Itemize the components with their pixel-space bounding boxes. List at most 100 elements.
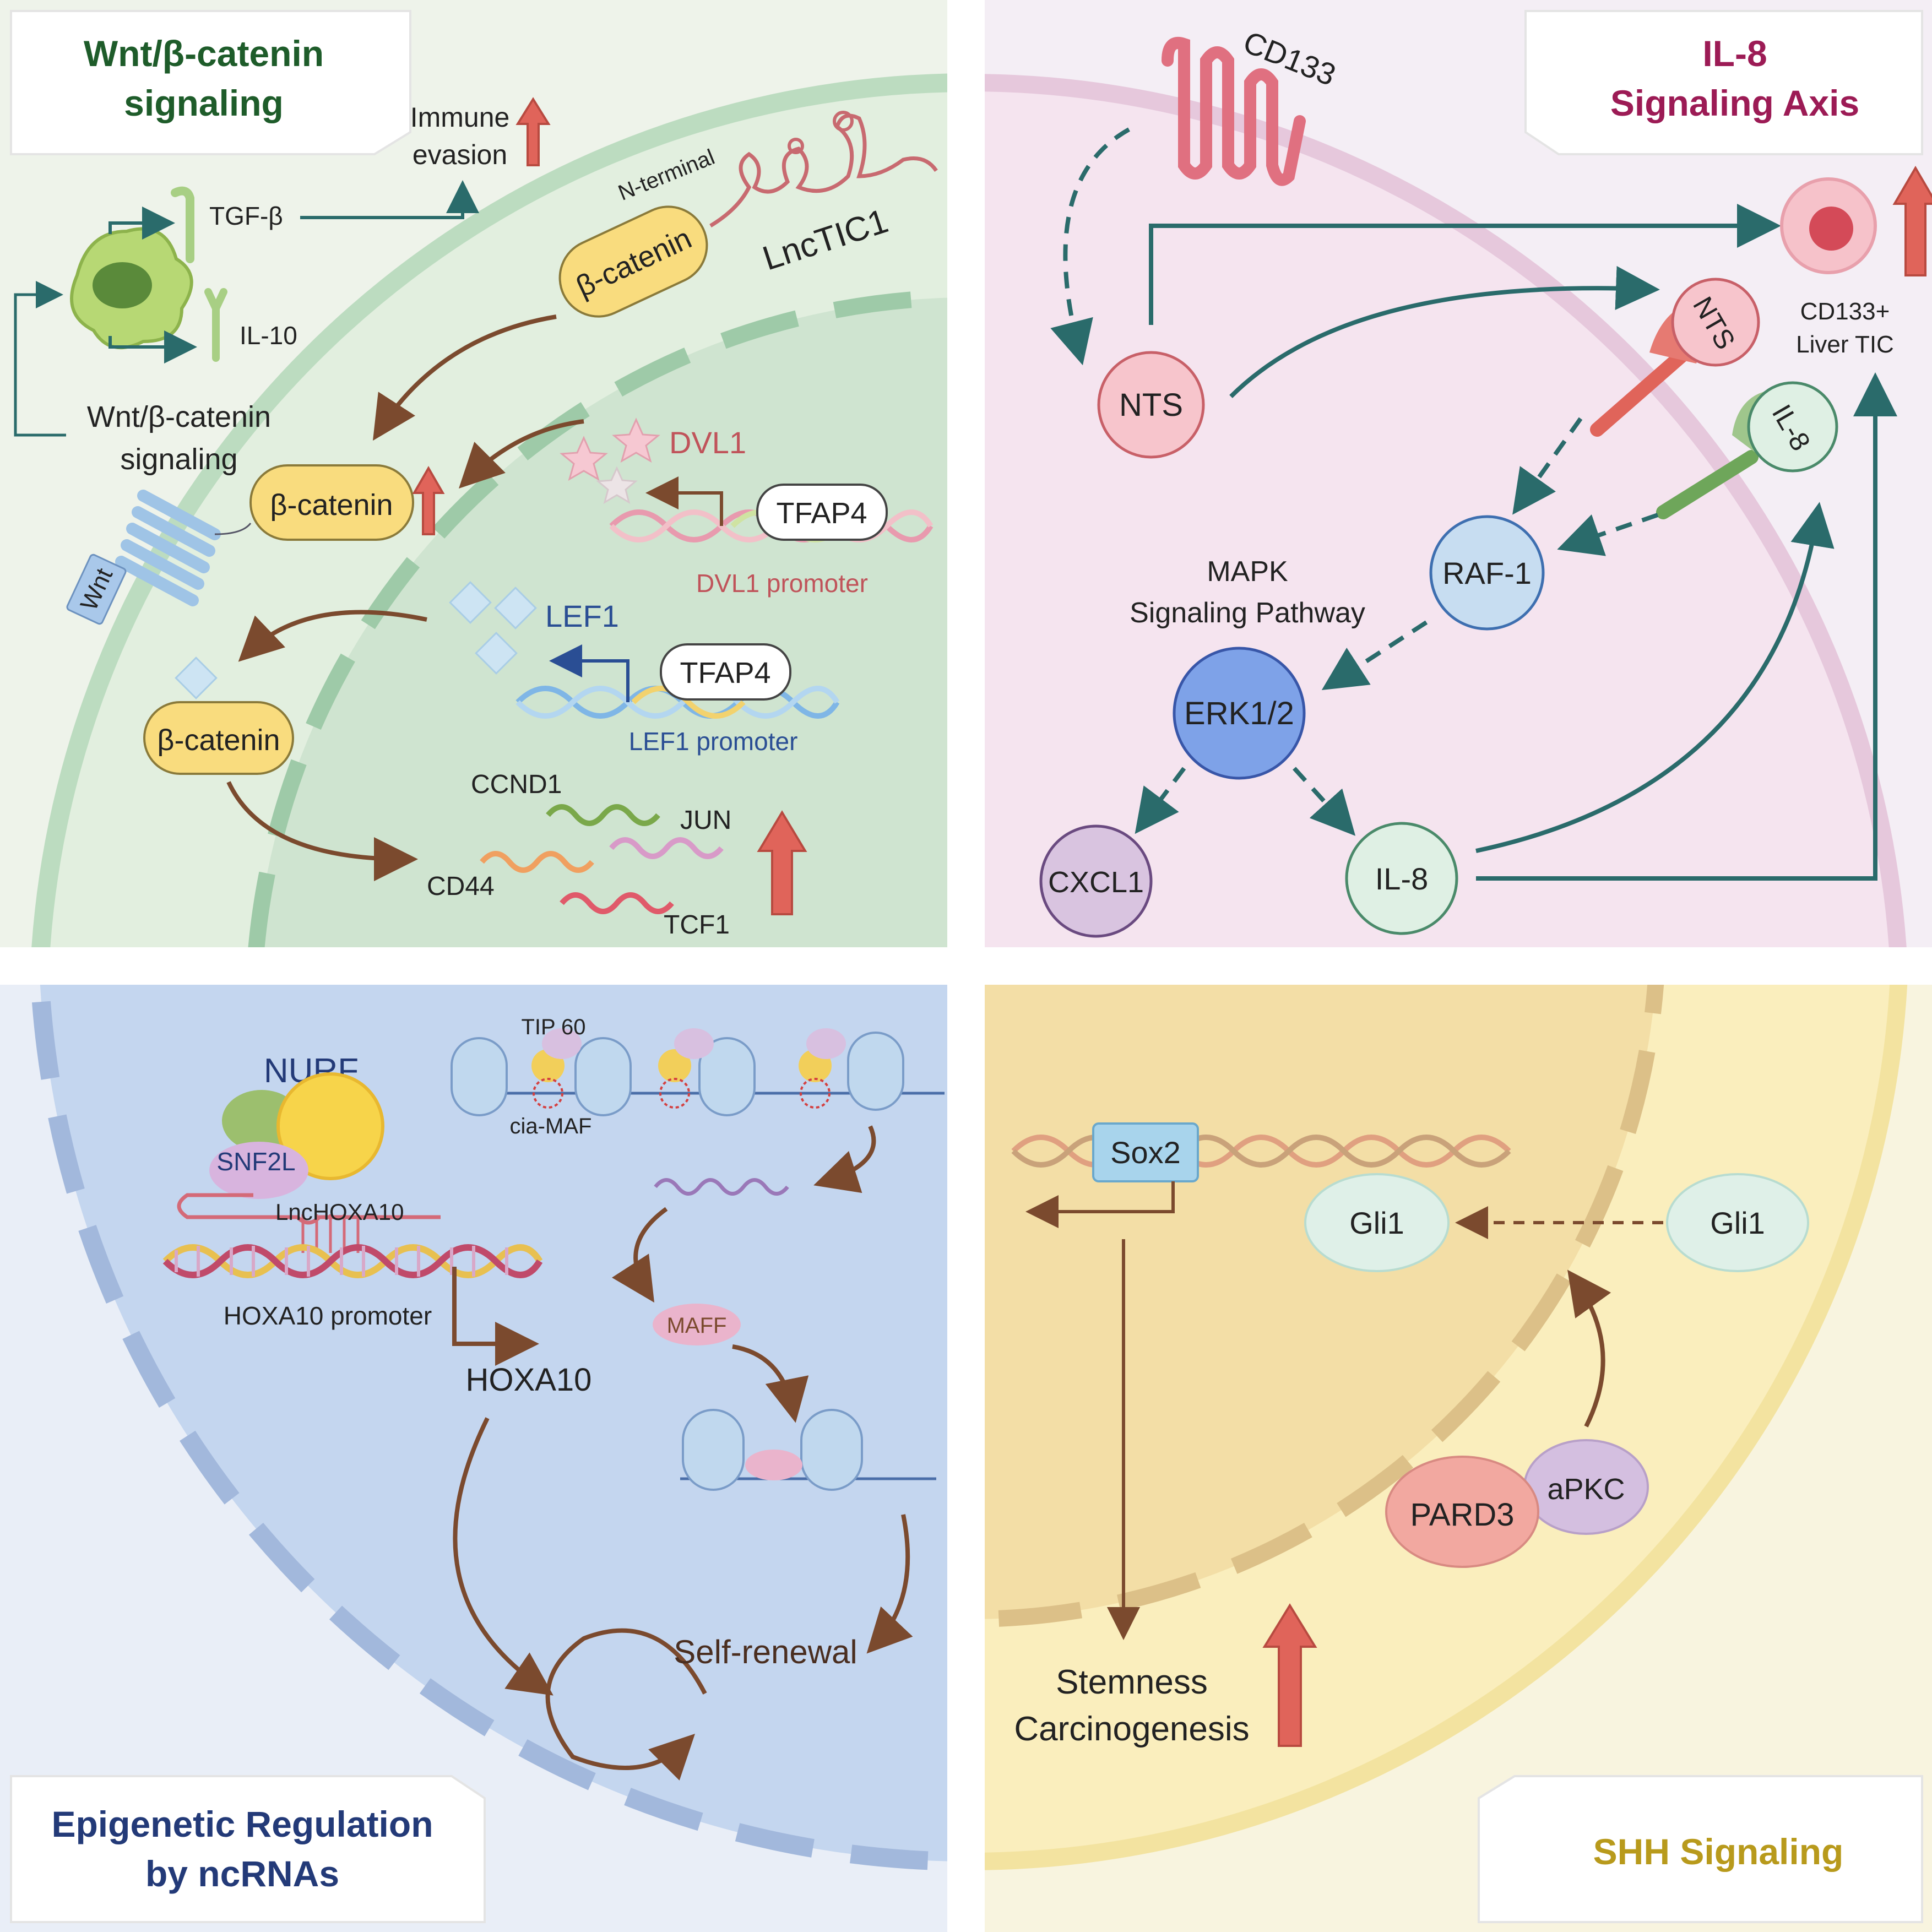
jun-mrna-icon — [609, 837, 724, 859]
macrophage-to-tgf-arrow — [108, 207, 175, 240]
il8-receptor-to-raf1-arrow — [1557, 513, 1659, 556]
beta-catenin-node-2 — [249, 464, 414, 541]
stemness-up-arrow — [1262, 1603, 1317, 1747]
immune-evasion-line2: evasion — [413, 139, 507, 170]
erk-to-cxcl1-arrow — [1135, 767, 1186, 834]
cd44-label: CD44 — [427, 872, 495, 901]
il10-ligand-icon — [204, 288, 227, 362]
il8-node — [1345, 822, 1458, 935]
mapk-label-line2: Signaling Pathway — [1130, 597, 1365, 629]
tgf-beta-label: TGF-β — [209, 202, 283, 230]
il8-title-line2: Signaling Axis — [1610, 83, 1859, 123]
il8-receptor-stalk — [1656, 450, 1759, 519]
panel-shh: SHH Signaling Sox2 Gli1 Gli1 aPKC PARD3 … — [985, 985, 1932, 1932]
il8-label: IL-8 — [1375, 861, 1429, 896]
nts-receptor-stalk — [1590, 345, 1692, 437]
il8-title-line1: IL-8 — [1702, 33, 1767, 74]
tfap4-box-1 — [756, 484, 888, 541]
erk-to-il8-arrow — [1293, 767, 1356, 836]
gli1-nuclear-node — [1304, 1173, 1450, 1272]
maff-chromatin-icon — [680, 1409, 936, 1491]
maf-mrna-icon — [654, 1178, 789, 1196]
stemness-label: Stemness — [1056, 1663, 1208, 1701]
gli1-cyto-label: Gli1 — [1710, 1206, 1765, 1240]
hoxa10-label: HOXA10 — [466, 1362, 592, 1398]
wnt-title-line1: Wnt/β-catenin — [84, 33, 324, 74]
carcinogenesis-label: Carcinogenesis — [1014, 1710, 1249, 1748]
il8-to-tic-arrow — [1476, 372, 1897, 881]
raf1-label: RAF-1 — [1442, 556, 1532, 590]
tcf1-label: TCF1 — [664, 910, 730, 940]
nucleosome-array — [451, 1028, 945, 1116]
raf1-node — [1429, 515, 1545, 631]
wnt-title-line2: signaling — [124, 83, 284, 123]
ccnd1-mrna-icon — [546, 804, 660, 826]
tfap4-box-2 — [660, 643, 791, 701]
erk-node — [1173, 647, 1306, 780]
maff-protein-icon — [653, 1304, 741, 1345]
cxcl1-node — [1039, 824, 1153, 938]
hoxa10-promoter-label: HOXA10 promoter — [224, 1301, 432, 1330]
maff-to-chromatin-arrow — [732, 1344, 809, 1423]
beta-catenin-up-arrow — [412, 466, 445, 535]
self-renewal-cycle-icon — [545, 1628, 707, 1781]
lnchoxa10-rna-icon — [177, 1193, 441, 1225]
gli1-cyto-node — [1666, 1173, 1809, 1272]
sox2-transcription-arrow — [1025, 1181, 1175, 1228]
sox2-label: Sox2 — [1110, 1135, 1181, 1170]
shh-title-box: SHH Signaling — [1478, 1775, 1923, 1923]
macrophage-to-il10-arrow — [108, 330, 197, 363]
il10-label: IL-10 — [240, 321, 297, 350]
lef1-promoter-dna — [515, 686, 840, 719]
pard3-node — [1385, 1456, 1539, 1568]
wnt-signaling-line1: Wnt/β-catenin — [87, 400, 271, 433]
self-renewal-label: Self-renewal — [674, 1633, 858, 1670]
tfap4-label-2: TFAP4 — [680, 656, 770, 690]
lef1-protein-icons — [175, 581, 537, 699]
hoxa10-to-self-renewal-arrow — [453, 1417, 553, 1696]
erk-label: ERK1/2 — [1184, 696, 1294, 731]
dvl1-promoter-label: DVL1 promoter — [696, 569, 868, 598]
lnchoxa10-label: LncHOXA10 — [275, 1199, 404, 1225]
nts-label: NTS — [1119, 387, 1183, 423]
beta-catenin-node-3 — [143, 701, 294, 775]
mrna-to-maff-arrow — [612, 1207, 668, 1303]
wnt-signaling-line2: signaling — [120, 443, 237, 476]
sox2-box — [1092, 1122, 1199, 1182]
tgf-beta-ligand-icon — [171, 186, 194, 263]
gli1-nuclear-label: Gli1 — [1349, 1206, 1404, 1240]
epi-title-line1: Epigenetic Regulation — [51, 1804, 433, 1844]
dvl1-to-beta-catenin-arrow — [459, 419, 584, 489]
cd133-to-nts-arrow — [1050, 127, 1130, 366]
panel-il8: IL-8 Signaling Axis CD133 NTS CD133+ Liv… — [985, 0, 1932, 947]
dvl1-label: DVL1 — [669, 425, 746, 460]
cxcl1-label: CXCL1 — [1048, 866, 1144, 899]
maff-label: MAFF — [667, 1314, 727, 1338]
tic-up-arrow — [1892, 166, 1932, 276]
nurf-complex-icon — [209, 1072, 384, 1199]
hoxa10-promoter-dna — [162, 1244, 543, 1278]
nts-to-receptor-arrow — [1229, 265, 1660, 398]
immune-evasion-line1: Immune — [410, 102, 510, 133]
snf2l-label: SNF2L — [216, 1147, 295, 1176]
pard3-label: PARD3 — [1410, 1497, 1514, 1533]
macrophage-cell-icon — [70, 227, 193, 350]
wnt-title-box: Wnt/β-catenin signaling — [10, 10, 411, 155]
nts-to-tic-arrow — [1149, 204, 1781, 325]
beta-catenin-label-2: β-catenin — [270, 489, 393, 522]
cd133-receptor-icon — [1162, 37, 1306, 186]
il8-title-box: IL-8 Signaling Axis — [1524, 10, 1923, 155]
immune-evasion-up-arrow — [515, 97, 551, 166]
tfap4-label-1: TFAP4 — [776, 497, 867, 530]
epi-title-line2: by ncRNAs — [145, 1853, 339, 1894]
jun-label: JUN — [680, 806, 731, 835]
raf1-to-erk-arrow — [1321, 620, 1428, 691]
cia-maf-label: cia-MAF — [510, 1114, 592, 1138]
dvl1-protein-icons — [560, 417, 660, 504]
tip60-label: TIP 60 — [521, 1015, 585, 1039]
targets-up-arrow — [757, 810, 807, 915]
chromatin-to-self-renewal-arrow — [866, 1514, 913, 1654]
